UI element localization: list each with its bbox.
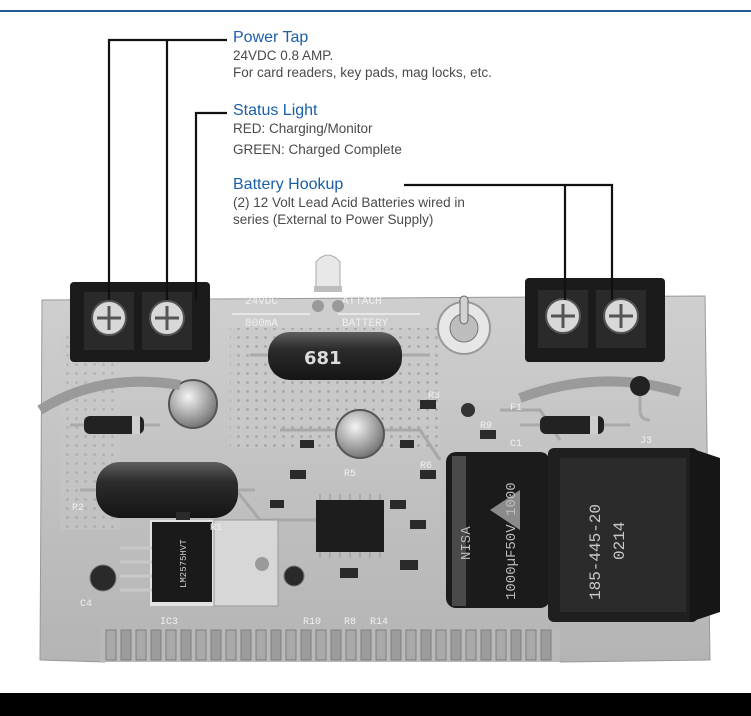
capacitor-value-label: 1000µF50V 1000	[504, 482, 520, 600]
edge-finger	[135, 629, 147, 661]
left-electrolytic-capacitor	[168, 379, 218, 429]
regulator-ic: LM2575HVT	[120, 519, 279, 607]
edge-finger	[105, 629, 117, 661]
edge-finger	[345, 629, 357, 661]
edge-finger	[360, 629, 372, 661]
ref-c4: C4	[80, 599, 92, 610]
edge-finger	[240, 629, 252, 661]
toggle-switch	[437, 295, 491, 355]
right-jumper	[518, 376, 682, 403]
edge-finger	[165, 629, 177, 661]
edge-finger	[510, 629, 522, 661]
header-rule	[0, 10, 751, 12]
edge-finger	[150, 629, 162, 661]
silk-battery-label: BATTERY	[342, 318, 389, 330]
power-tap-title: Power Tap	[233, 29, 309, 46]
status-light-leader	[194, 111, 227, 300]
ref-r1: R1	[210, 523, 222, 534]
test-point	[461, 403, 475, 417]
edge-finger	[285, 629, 297, 661]
status-light-line-1: RED: Charging/Monitor	[233, 121, 373, 136]
edge-finger	[480, 629, 492, 661]
edge-finger	[225, 629, 237, 661]
silkscreen-attach: ATTACH BATTERY	[342, 296, 389, 330]
edge-finger	[450, 629, 462, 661]
c4-capacitor: C4	[80, 564, 117, 610]
edge-finger	[255, 629, 267, 661]
edge-finger	[495, 629, 507, 661]
power-tap-callout: Power Tap 24VDC 0.8 AMP. For card reader…	[233, 29, 492, 81]
edge-finger	[195, 629, 207, 661]
ref-r14: R14	[370, 617, 388, 628]
battery-terminal-block	[525, 278, 665, 362]
edge-finger	[180, 629, 192, 661]
edge-finger	[270, 629, 282, 661]
resistor-value-label: 681	[304, 348, 342, 369]
edge-finger	[525, 629, 537, 661]
silk-24vdc-label: 24VDC	[245, 296, 278, 308]
battery-hookup-line-2: series (External to Power Supply)	[233, 212, 434, 227]
edge-finger	[210, 629, 222, 661]
ref-r3: R3	[428, 391, 440, 402]
soic-chip	[316, 494, 384, 558]
ref-r10: R10	[303, 617, 321, 628]
status-led	[312, 254, 344, 312]
power-tap-line-1: 24VDC 0.8 AMP.	[233, 48, 334, 63]
right-led	[630, 376, 651, 422]
right-diode	[520, 416, 630, 434]
ref-r8: R8	[344, 617, 356, 628]
ref-r6: R6	[420, 461, 432, 472]
status-light-title: Status Light	[233, 102, 318, 119]
edge-finger	[315, 629, 327, 661]
edge-finger	[420, 629, 432, 661]
capacitor-brand-label: NISA	[459, 526, 475, 560]
edge-finger	[465, 629, 477, 661]
battery-hookup-leader	[404, 183, 614, 300]
power-tap-line-2: For card readers, key pads, mag locks, e…	[233, 65, 492, 80]
left-inductor	[80, 462, 255, 518]
footer-bar	[0, 693, 751, 716]
battery-hookup-callout: Battery Hookup (2) 12 Volt Lead Acid Bat…	[233, 176, 465, 228]
edge-finger	[330, 629, 342, 661]
small-capacitor	[283, 565, 305, 587]
ic-name-label: LM2575HVT	[179, 539, 189, 588]
edge-finger	[405, 629, 417, 661]
relay-code-label: 185-445-20	[587, 504, 605, 600]
edge-finger	[120, 629, 132, 661]
edge-finger	[540, 629, 552, 661]
left-jumper	[37, 376, 181, 415]
ref-j3: J3	[640, 436, 652, 447]
relay: 185-445-20 0214	[548, 448, 720, 622]
top-margin	[0, 0, 751, 10]
smd-components	[176, 400, 496, 578]
edge-finger	[390, 629, 402, 661]
power-tap-terminal-block	[70, 282, 210, 362]
ref-f1: F1	[510, 403, 522, 414]
edge-finger	[300, 629, 312, 661]
edge-finger	[375, 629, 387, 661]
ref-r5: R5	[344, 469, 356, 480]
silkscreen-24vdc: 24VDC 800mA	[245, 296, 278, 330]
middle-electrolytic-capacitor	[335, 409, 385, 459]
ref-r2: R2	[72, 503, 84, 514]
ref-ic3: IC3	[160, 617, 178, 628]
relay-date-label: 0214	[611, 522, 629, 560]
reference-designators: IC3 R10 R8 R14 J3 F1 C1 R9 R2 R1 R6 R5 R…	[72, 391, 652, 628]
pcb-photo: 24VDC 800mA ATTACH BATTERY 681 C4	[37, 38, 720, 663]
wirewound-resistor-681: 681	[250, 332, 430, 380]
battery-hookup-title: Battery Hookup	[233, 176, 344, 193]
left-diode	[70, 416, 160, 434]
battery-hookup-line-1: (2) 12 Volt Lead Acid Batteries wired in	[233, 195, 465, 210]
edge-finger	[435, 629, 447, 661]
ref-c1: C1	[510, 439, 522, 450]
silk-attach-label: ATTACH	[342, 296, 382, 308]
ref-r9: R9	[480, 421, 492, 432]
status-light-callout: Status Light RED: Charging/Monitor GREEN…	[233, 102, 402, 158]
large-capacitor: 1000µF50V 1000 NISA	[446, 452, 550, 608]
status-light-line-2: GREEN: Charged Complete	[233, 142, 402, 157]
power-tap-leader	[107, 38, 227, 300]
silk-800ma-label: 800mA	[245, 318, 278, 330]
